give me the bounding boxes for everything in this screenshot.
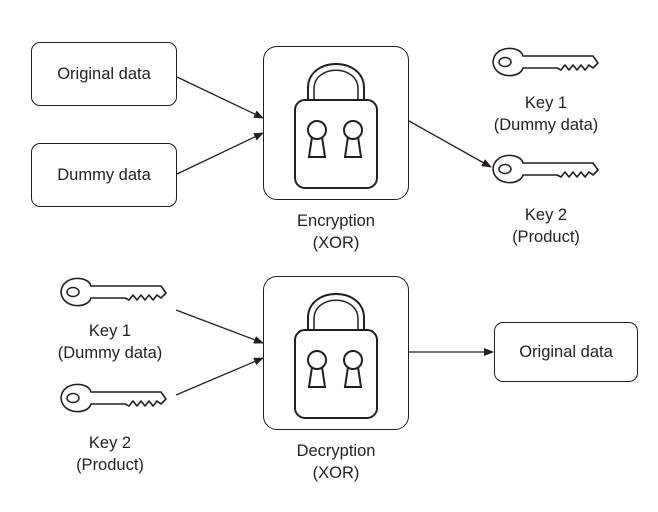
padlock-icon [293,292,378,419]
arrow-dummy-to-encryption [176,132,264,175]
arrow-key1-to-decryption [175,309,264,344]
arrow-key2-to-decryption [175,357,264,396]
original-data-box: Original data [31,42,177,106]
arrow-original-to-encryption [176,76,264,119]
key-icon [492,47,599,77]
encryption-label: Encryption (XOR) [297,212,375,252]
output-original-data-box: Original data [494,322,638,382]
encryption-key1-label: Key 1 (Dummy data) [493,94,599,134]
arrow-encryption-to-key2 [408,120,492,168]
key-icon [60,277,167,307]
dummy-data-box: Dummy data [31,143,177,207]
decryption-key1-label: Key 1 (Dummy data) [57,322,163,362]
key-icon [492,154,599,184]
encryption-key2-label: Key 2 (Product) [512,206,580,246]
padlock-icon [293,62,378,189]
decryption-lock-box [263,276,409,430]
dummy-data-label: Dummy data [57,165,151,184]
decryption-label: Decryption (XOR) [296,442,376,482]
key-icon [60,383,167,413]
original-data-label: Original data [57,64,151,83]
output-original-data-label: Original data [519,342,613,361]
encryption-lock-box [263,46,409,200]
decryption-key2-label: Key 2 (Product) [76,434,144,474]
